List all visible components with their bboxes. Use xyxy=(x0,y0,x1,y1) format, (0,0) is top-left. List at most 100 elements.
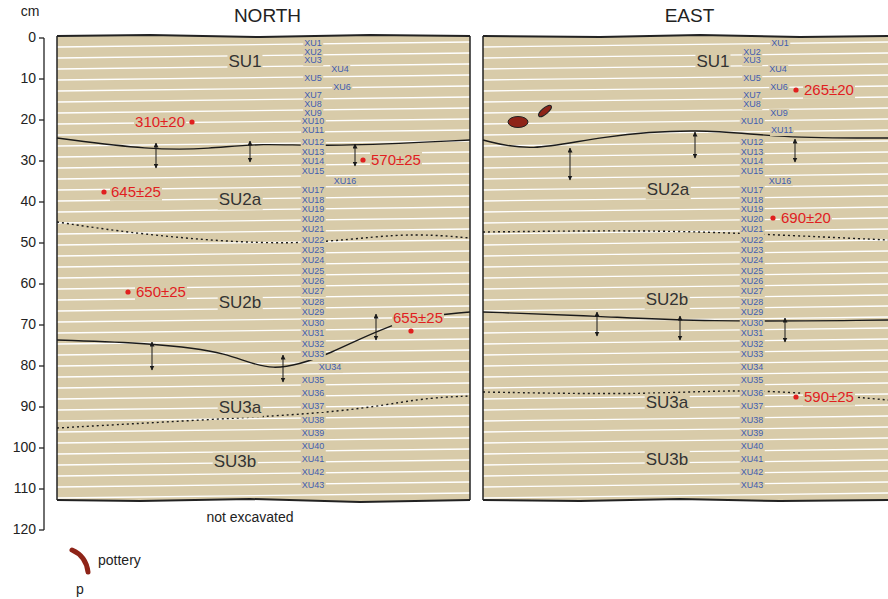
excavation-unit: XU18 xyxy=(301,196,326,206)
excavation-unit: XU38 xyxy=(740,416,765,426)
boundary-arrow xyxy=(376,314,377,340)
excavation-unit: XU42 xyxy=(740,468,765,478)
depth-tick xyxy=(39,529,44,530)
excavation-unit: XU28 xyxy=(301,298,326,308)
excavation-unit: XU37 xyxy=(740,402,765,412)
excavation-unit: XU25 xyxy=(740,267,765,277)
depth-tick xyxy=(39,160,44,161)
excavation-unit: XU15 xyxy=(301,167,326,177)
excavation-unit: XU29 xyxy=(301,308,326,318)
sample-dot xyxy=(408,328,413,333)
note: not excavated xyxy=(206,510,293,525)
unit-boundary xyxy=(57,222,470,243)
boundary-arrow xyxy=(152,342,153,370)
excavation-unit: XU31 xyxy=(740,329,765,339)
unit-boundary xyxy=(57,138,470,149)
unit-boundary xyxy=(483,312,888,321)
excavation-unit: XU36 xyxy=(740,389,765,399)
excavation-unit: XU6 xyxy=(769,83,789,93)
excavation-unit: XU18 xyxy=(740,196,765,206)
excavation-unit: XU32 xyxy=(301,340,326,350)
legend-item: pottery xyxy=(68,546,141,576)
excavation-unit: XU16 xyxy=(768,177,793,187)
depth-tick xyxy=(39,78,44,79)
sample-dot xyxy=(793,87,798,92)
excavation-unit: XU8 xyxy=(742,100,762,110)
panel-edge xyxy=(482,36,484,500)
panel-edge xyxy=(483,499,888,501)
boundary-arrow xyxy=(680,316,681,340)
boundary-arrow xyxy=(785,318,786,342)
sample-dot xyxy=(793,394,798,399)
depth-value: 120 xyxy=(13,522,36,537)
depth-value: 0 xyxy=(28,30,36,45)
boundary-arrow xyxy=(355,144,356,166)
legend-swatch xyxy=(68,546,92,576)
depth-tick xyxy=(39,324,44,325)
unit-name: SU3b xyxy=(645,451,690,470)
panel-heading: NORTH xyxy=(57,6,478,27)
excavation-unit: XU6 xyxy=(332,83,352,93)
depth-tick xyxy=(39,242,44,243)
radiocarbon-date: 570±25 xyxy=(370,152,422,169)
excavation-unit: XU38 xyxy=(301,416,326,426)
unit-name: SU3a xyxy=(645,394,690,413)
excavation-unit: XU24 xyxy=(740,256,765,266)
excavation-unit: XU41 xyxy=(740,455,765,465)
excavation-unit: XU24 xyxy=(301,256,326,266)
excavation-unit: XU1 xyxy=(770,39,790,49)
section-panel: NORTH xyxy=(57,6,478,27)
excavation-unit: XU23 xyxy=(301,246,326,256)
section-panel xyxy=(483,35,888,501)
radiocarbon-date: 645±25 xyxy=(110,184,162,201)
excavation-unit: XU9 xyxy=(769,109,789,119)
legend: pottery xyxy=(68,546,141,576)
panel-edge xyxy=(469,36,471,500)
section-panel: EAST xyxy=(483,6,888,27)
unit-name: SU1 xyxy=(227,53,262,72)
pottery-sherd xyxy=(537,104,553,119)
depth-tick xyxy=(39,37,44,38)
depth-value: 20 xyxy=(20,112,36,127)
boundary-arrow xyxy=(570,148,571,180)
excavation-unit: XU12 xyxy=(740,138,765,148)
excavation-unit: XU14 xyxy=(301,157,326,167)
radiocarbon-date: 655±25 xyxy=(392,310,444,327)
excavation-unit: XU3 xyxy=(742,56,762,66)
excavation-unit: XU40 xyxy=(301,442,326,452)
unit-name: SU2a xyxy=(646,181,691,200)
excavation-unit: XU10 xyxy=(740,117,765,127)
depth-tick xyxy=(39,365,44,366)
depth-tick xyxy=(39,447,44,448)
excavation-unit: XU27 xyxy=(740,287,765,297)
depth-value: 80 xyxy=(20,358,36,373)
depth-value: 10 xyxy=(20,71,36,86)
boundary-arrow xyxy=(283,355,284,382)
unit-name: SU3b xyxy=(213,453,258,472)
excavation-unit: XU26 xyxy=(301,277,326,287)
depth-value: 110 xyxy=(14,481,36,496)
excavation-unit: XU42 xyxy=(301,468,326,478)
excavation-unit: XU43 xyxy=(301,481,326,491)
excavation-unit: XU5 xyxy=(742,74,762,84)
excavation-unit: XU30 xyxy=(301,319,326,329)
excavation-unit: XU20 xyxy=(740,215,765,225)
section-panel xyxy=(57,35,470,502)
radiocarbon-date: 265±20 xyxy=(803,82,855,99)
excavation-unit: XU22 xyxy=(301,236,326,246)
depth-value: 50 xyxy=(20,235,36,250)
excavation-unit: XU40 xyxy=(740,442,765,452)
depth-value: 40 xyxy=(20,194,36,209)
boundary-arrow xyxy=(795,139,796,162)
excavation-unit: XU35 xyxy=(740,376,765,386)
sample-dot xyxy=(125,289,130,294)
excavation-unit: XU12 xyxy=(301,138,326,148)
excavation-unit: XU11 xyxy=(301,126,325,136)
sample-dot xyxy=(189,119,194,124)
depth-tick xyxy=(39,119,44,120)
excavation-unit: XU39 xyxy=(740,429,765,439)
excavation-unit: XU32 xyxy=(740,340,765,350)
depth-tick xyxy=(39,406,44,407)
panel-edge xyxy=(483,35,888,37)
excavation-unit: XU27 xyxy=(301,287,326,297)
